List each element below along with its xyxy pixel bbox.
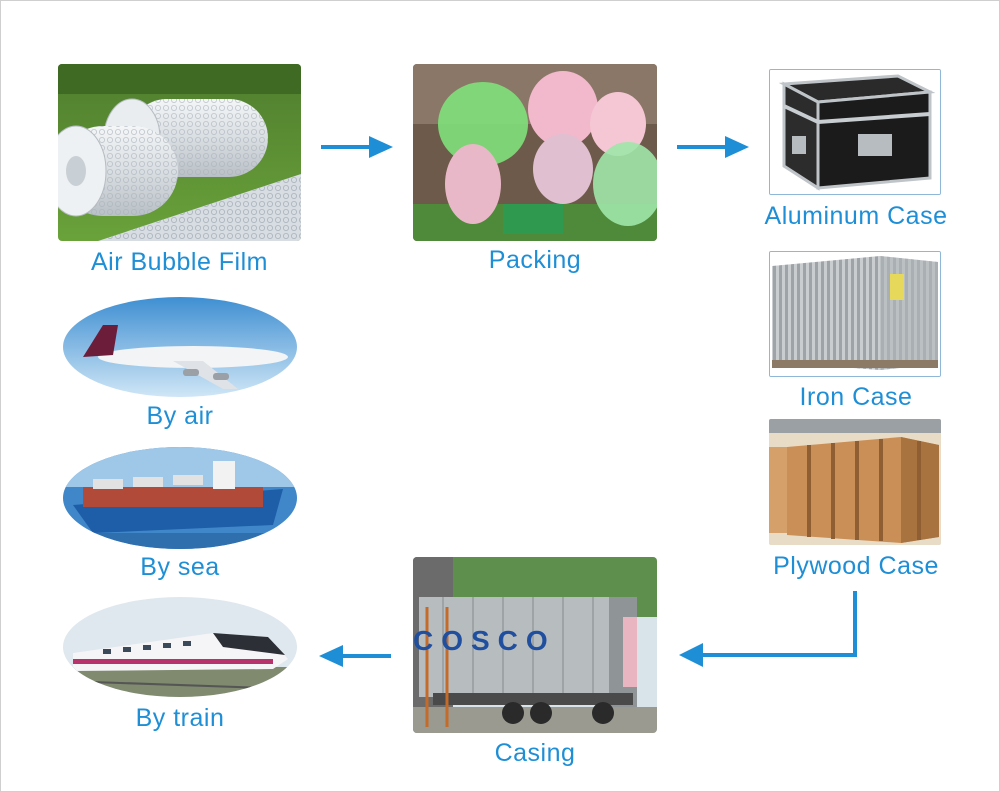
by-train-label: By train: [135, 704, 225, 732]
air-bubble-film-label: Air Bubble Film: [91, 248, 268, 276]
aluminum-case-photo: [769, 69, 941, 195]
arrow-right-icon: [677, 134, 749, 160]
casing-label: Casing: [494, 739, 576, 767]
container-logo: COSCO: [413, 625, 556, 656]
arrow-left-icon: [319, 643, 391, 669]
airplane-photo: [63, 297, 297, 397]
arrow-right-icon: [321, 134, 393, 160]
by-air-label: By air: [146, 402, 214, 430]
ship-photo: [63, 447, 297, 549]
packing-label: Packing: [488, 246, 582, 274]
aluminum-case-label: Aluminum Case: [764, 202, 948, 230]
iron-case-label: Iron Case: [799, 383, 913, 411]
packing-photo: [413, 64, 657, 241]
casing-photo: COSCO: [413, 557, 657, 733]
train-photo: [63, 597, 297, 697]
plywood-case-label: Plywood Case: [773, 552, 939, 580]
plywood-case-photo: [769, 419, 941, 545]
arrow-left-elbow-icon: [679, 591, 859, 667]
iron-case-photo: [769, 251, 941, 377]
by-sea-label: By sea: [140, 553, 220, 581]
air-bubble-film-photo: [58, 64, 301, 241]
